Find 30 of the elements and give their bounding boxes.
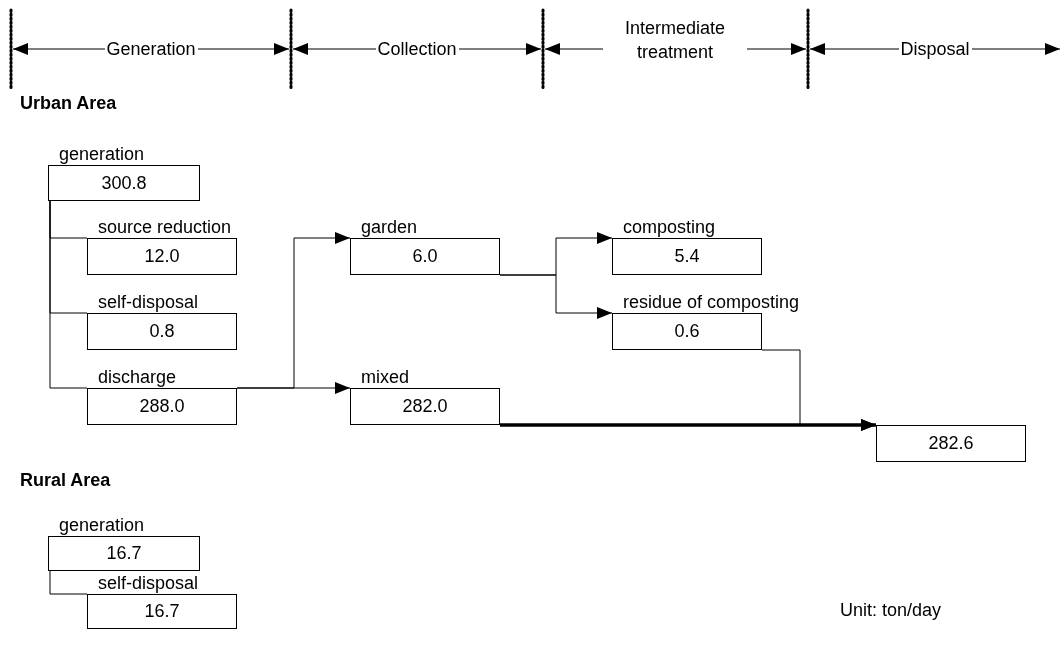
connector-line <box>49 570 88 595</box>
arrow <box>236 382 351 394</box>
arrow <box>500 419 876 431</box>
value-text: 0.8 <box>149 321 175 342</box>
box-heading: generation <box>59 514 145 536</box>
value-text: 16.7 <box>106 543 142 564</box>
value-text: 288.0 <box>139 396 185 417</box>
box-heading: generation <box>59 143 145 165</box>
box-heading: composting <box>623 216 716 238</box>
value-text: 0.6 <box>674 321 700 342</box>
box-heading: self-disposal <box>98 291 199 313</box>
box-heading: mixed <box>361 366 409 388</box>
box-heading: self-disposal <box>98 572 199 594</box>
value-text: 12.0 <box>144 246 180 267</box>
box-heading: source reduction <box>98 216 232 238</box>
value-box <box>876 425 1026 462</box>
box-heading: residue of composting <box>623 291 800 313</box>
connector-line <box>49 200 88 389</box>
box-heading: garden <box>361 216 418 238</box>
value-text: 16.7 <box>144 601 180 622</box>
box-heading: discharge <box>98 366 177 388</box>
section-heading: Rural Area <box>20 469 111 491</box>
value-text: 5.4 <box>674 246 700 267</box>
unit-note: Unit: ton/day <box>840 599 942 621</box>
value-text: 282.6 <box>928 433 974 454</box>
arrow <box>499 274 613 319</box>
section-heading: Urban Area <box>20 92 117 114</box>
value-text: 6.0 <box>412 246 438 267</box>
value-text: 282.0 <box>402 396 448 417</box>
value-text: 300.8 <box>101 172 147 194</box>
